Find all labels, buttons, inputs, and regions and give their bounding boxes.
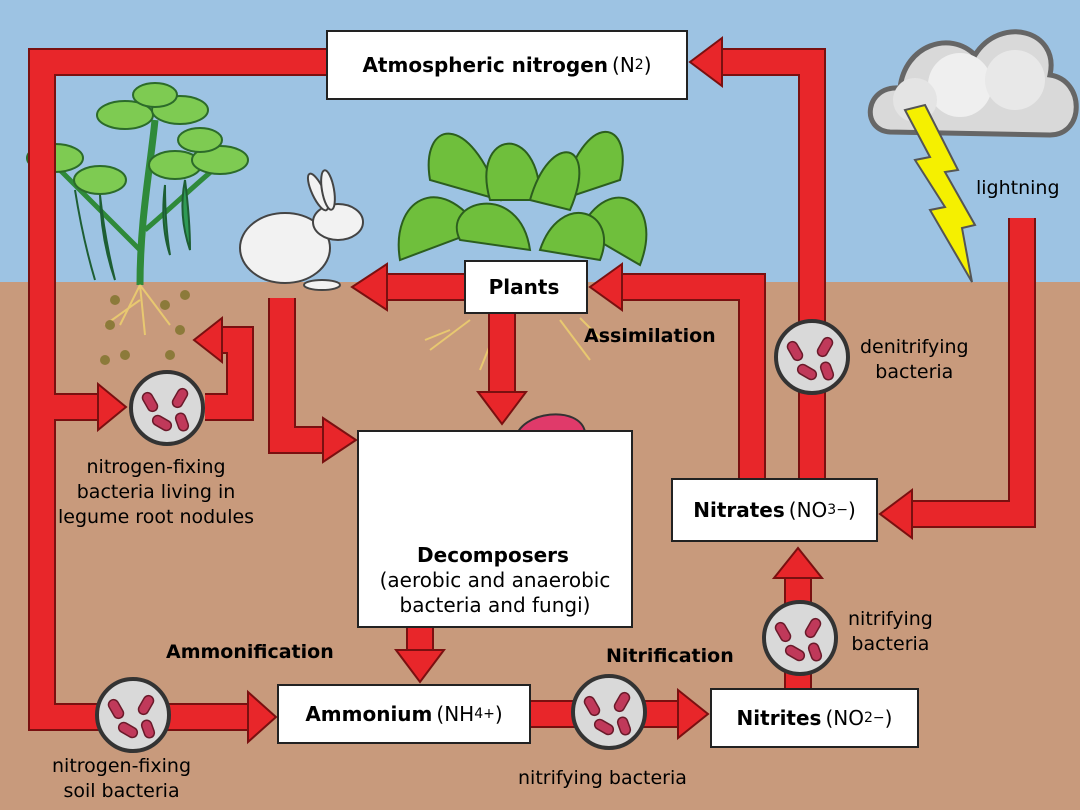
box-title: Plants [488,275,560,299]
box-desc: bacteria and fungi) [399,593,591,617]
superscript: + [483,706,495,722]
label-line: soil bacteria [63,780,180,802]
lightning-icon [903,103,977,283]
box-title: Nitrites [736,706,822,730]
decomposers-box: Decomposers (aerobic and anaerobic bacte… [357,430,633,628]
subscript: 2 [634,57,644,73]
rabbit-icon [239,169,364,291]
paren: ( [612,53,620,77]
label-line: bacteria [875,361,954,383]
label-line: nitrogen-fixing [52,755,192,777]
soil-bacteria-label: nitrogen-fixing soil bacteria [52,754,191,804]
paren: ) [643,53,652,77]
label-line: nitrifying [848,608,933,630]
formula: NH [444,702,475,726]
arrowheads [97,36,913,745]
box-title: Decomposers [417,543,569,567]
formula: NO [833,706,864,730]
plant-icon [397,131,648,371]
label-line: legume root nodules [58,506,255,528]
label-line: bacteria living in [76,481,236,503]
label-line: denitrifying [860,336,969,358]
subscript: 2 [863,710,873,726]
formula: N [619,53,635,77]
box-title: Atmospheric nitrogen [362,53,609,77]
subscript: 4 [474,706,484,722]
nitrifying-bacteria-right-label: nitrifying bacteria [848,607,933,657]
box-title: Ammonium [305,702,433,726]
denitrifying-bacteria-label: denitrifying bacteria [860,335,969,385]
superscript: − [836,502,848,518]
formula: NO [796,498,828,522]
lightning-label: lightning [976,177,1060,199]
label-line: nitrogen-fixing [86,456,226,478]
subscript: 3 [827,502,837,518]
box-title: Nitrates [693,498,785,522]
legume-plant-icon [26,82,249,365]
superscript: − [872,710,885,726]
nitrifying-bacteria-bottom-label: nitrifying bacteria [518,767,687,789]
ammonification-label: Ammonification [166,641,334,663]
nitrification-label: Nitrification [606,645,734,667]
label-line: bacteria [851,633,930,655]
assimilation-label: Assimilation [584,325,716,347]
plants-box: Plants [464,260,588,314]
nodule-bacteria-label: nitrogen-fixing bacteria living in legume … [58,455,254,530]
box-desc: (aerobic and anaerobic [379,568,611,592]
